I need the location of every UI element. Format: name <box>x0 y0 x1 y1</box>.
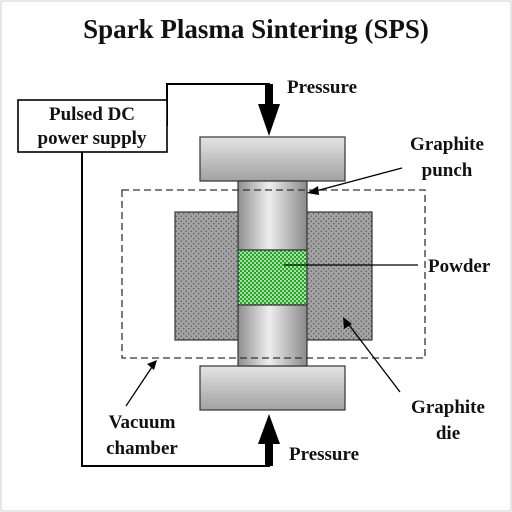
punch-label-line1: Graphite <box>410 134 484 155</box>
punch-label-line2: punch <box>422 160 473 181</box>
powder-label: Powder <box>428 256 491 277</box>
power-supply-box <box>17 99 168 153</box>
die-label-line1: Graphite <box>411 397 485 418</box>
upper-graphite-punch <box>237 180 308 251</box>
powder-sample <box>237 249 308 306</box>
top-platen <box>199 136 346 182</box>
die-leader-line <box>345 320 401 393</box>
vacuum-leader-arrowhead <box>147 360 157 370</box>
die-leader-arrowhead <box>343 317 352 329</box>
power-wire <box>166 83 270 126</box>
pressure-label-bottom: Pressure <box>289 444 359 465</box>
die-label-line2: die <box>436 423 460 444</box>
diagram-title: Spark Plasma Sintering (SPS) <box>83 14 429 44</box>
pressure-arrow-top-shaft <box>265 84 273 108</box>
lower-graphite-punch <box>237 304 308 367</box>
pressure-label-top: Pressure <box>287 77 357 98</box>
power-supply-label-line2: power supply <box>38 128 147 149</box>
vacuum-label-line1: Vacuum <box>109 412 176 433</box>
vacuum-leader-line <box>125 363 155 407</box>
vacuum-label-line2: chamber <box>106 438 178 459</box>
pressure-arrow-bottom-head <box>258 414 280 444</box>
vacuum-chamber-outline <box>121 189 426 359</box>
power-supply-label-line1: Pulsed DC <box>49 104 135 125</box>
bottom-platen <box>199 365 346 411</box>
punch-leader-arrowhead <box>307 186 319 195</box>
pressure-arrow-top-head <box>258 104 280 136</box>
punch-leader-line <box>311 167 403 193</box>
pressure-arrow-bottom-shaft <box>265 440 273 466</box>
